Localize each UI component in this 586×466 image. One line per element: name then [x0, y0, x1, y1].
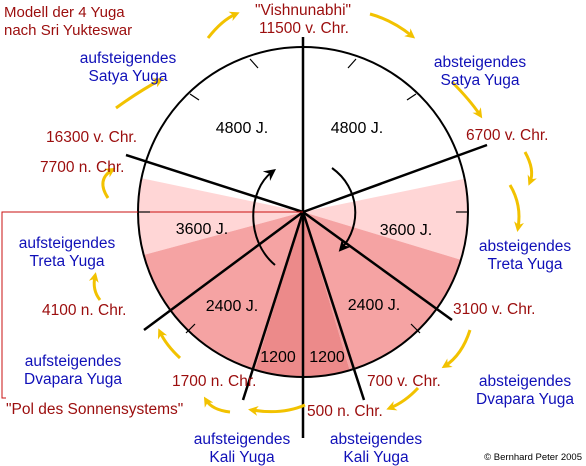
cycle-arrow-3100-out	[523, 151, 537, 186]
duration-dvapara-left: 2400 J.	[206, 298, 258, 315]
desc-satya-line1: absteigendes	[434, 54, 526, 71]
pole-connector-line	[1, 211, 303, 399]
cycle-arrow-bottom-left	[248, 403, 306, 416]
desc-kali-line2: Kali Yuga	[343, 449, 409, 466]
date-4100: 4100 n. Chr.	[42, 302, 126, 319]
asc-kali-line1: aufsteigendes	[194, 431, 291, 448]
cycle-arrow-top-right	[369, 12, 416, 39]
satya-treta-boundary-left	[125, 153, 304, 214]
date-16300: 16300 v. Chr.	[46, 129, 137, 146]
rotation-arrow-right	[331, 167, 357, 252]
desc-dvapara-line2: Dvapara Yuga	[476, 391, 574, 408]
date-6700: 6700 v. Chr.	[466, 127, 548, 144]
cycle-arrow-7700	[101, 167, 116, 199]
cycle-arrow-3100-in	[508, 184, 524, 232]
asc-dvapara-line2: Dvapara Yuga	[24, 371, 122, 388]
date-11500: 11500 v. Chr.	[259, 20, 349, 37]
date-1700: 1700 n. Chr.	[172, 373, 256, 390]
cycle-arrow-1700	[157, 328, 182, 360]
desc-kali-line1: absteigendes	[330, 431, 422, 448]
title-line-1: Modell der 4 Yuga	[4, 4, 125, 21]
asc-treta-line2: Treta Yuga	[30, 253, 105, 270]
duration-treta-left: 3600 J.	[176, 221, 228, 238]
desc-treta-line1: absteigendes	[479, 238, 571, 255]
asc-treta-line1: aufsteigendes	[19, 235, 116, 252]
treta-sector-right	[303, 178, 469, 260]
treta-dvapara-boundary-left	[143, 210, 304, 332]
duration-satya-left: 4800 J.	[216, 120, 268, 137]
desc-dvapara-line1: absteigendes	[479, 373, 571, 390]
cycle-arrow-6700	[450, 80, 483, 119]
cycle-arrow-pole	[203, 396, 231, 414]
asc-dvapara-line1: aufsteigendes	[25, 353, 122, 370]
duration-dvapara-right: 2400 J.	[348, 297, 400, 314]
cycle-arrow-16300	[115, 78, 164, 110]
pole-label: "Pol des Sonnensystems"	[6, 401, 183, 418]
cycle-arrow-top-left	[206, 11, 240, 39]
dvapara-kali-boundary-right	[301, 211, 366, 401]
date-500: 500 n. Chr.	[307, 403, 383, 420]
date-3100: 3100 v. Chr.	[453, 301, 535, 318]
duration-kali-left: 1200	[260, 349, 296, 366]
cycle-arrow-4100	[88, 272, 102, 301]
copyright-text: © Bernhard Peter 2005	[484, 452, 582, 463]
date-7700: 7700 n. Chr.	[40, 159, 124, 176]
asc-kali-line2: Kali Yuga	[209, 449, 275, 466]
title-line-2: nach Sri Yukteswar	[4, 22, 132, 39]
tick-marks	[138, 58, 468, 334]
date-700: 700 v. Chr.	[367, 373, 441, 390]
desc-satya-line2: Satya Yuga	[440, 72, 519, 89]
treta-dvapara-boundary-right	[302, 210, 453, 322]
duration-kali-right: 1200	[309, 349, 345, 366]
vishnunabhi-label: "Vishnunabhi"	[255, 2, 351, 19]
treta-sector-left	[138, 178, 303, 255]
asc-satya-line1: aufsteigendes	[80, 50, 177, 67]
duration-treta-right: 3600 J.	[380, 222, 432, 239]
desc-treta-line2: Treta Yuga	[488, 256, 563, 273]
rotation-arrow-left	[252, 168, 276, 266]
asc-satya-line2: Satya Yuga	[88, 68, 167, 85]
cycle-arrow-500	[386, 386, 420, 411]
cycle-arrow-700	[441, 329, 472, 369]
dvapara-kali-boundary-left	[241, 211, 305, 401]
satya-treta-boundary-right	[302, 143, 488, 214]
duration-satya-right: 4800 J.	[331, 120, 383, 137]
